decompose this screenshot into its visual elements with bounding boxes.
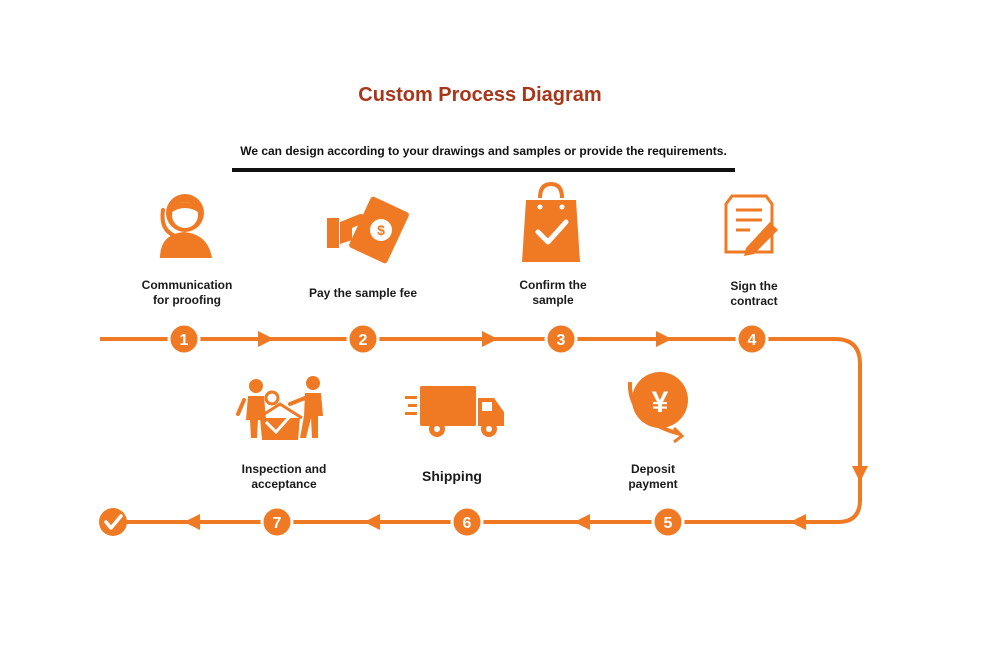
arrow-right (656, 331, 672, 347)
step-label-text: Communication for proofing (141, 278, 233, 307)
arrow-down (852, 466, 868, 482)
step-label-6: Shipping (377, 469, 527, 484)
arrow-left (574, 514, 590, 530)
delivery-truck-icon (405, 386, 504, 437)
step-number-7: 7 (260, 505, 294, 539)
step-label-4: Sign the contract (679, 279, 829, 309)
svg-text:$: $ (377, 222, 385, 238)
step-label-text: Shipping (422, 468, 482, 484)
step-number-1: 1 (167, 322, 201, 356)
step-label-5: Deposit payment (578, 462, 728, 492)
arrow-left (790, 514, 806, 530)
arrow-right (258, 331, 274, 347)
step-label-text: Pay the sample fee (308, 286, 418, 300)
arrow-left (364, 514, 380, 530)
step-label-1: Communication for proofing (112, 278, 262, 308)
inspection-people-icon (236, 376, 323, 440)
step-number-text: 5 (664, 515, 673, 532)
arrow-right (482, 331, 498, 347)
customer-service-icon (160, 194, 212, 258)
step-number-text: 7 (273, 515, 282, 532)
step-number-text: 4 (748, 332, 757, 349)
yen-deposit-icon: ¥ (627, 372, 688, 444)
step-number-text: 2 (359, 332, 368, 349)
step-number-2: 2 (346, 322, 380, 356)
pay-money-icon: $ (327, 196, 409, 264)
step-number-5: 5 (651, 505, 685, 539)
flow-line (100, 337, 862, 524)
step-number-text: 6 (463, 515, 472, 532)
step-label-text: Sign the contract (730, 279, 778, 308)
step-number-6: 6 (450, 505, 484, 539)
step-label-text: Deposit payment (628, 462, 678, 491)
step-number-text: 1 (180, 332, 189, 349)
flow-arrows (184, 331, 868, 530)
step-label-7: Inspection and acceptance (209, 462, 359, 492)
page-subtitle: We can design according to your drawings… (240, 144, 727, 158)
svg-text:¥: ¥ (652, 386, 669, 419)
contract-sign-icon (724, 194, 778, 256)
page-title: Custom Process Diagram (358, 84, 602, 106)
shopping-bag-check-icon (522, 181, 580, 262)
step-label-3: Confirm the sample (478, 278, 628, 308)
subtitle-divider (232, 168, 735, 172)
check-circle-icon (99, 508, 127, 536)
step-number-text: 3 (557, 332, 566, 349)
step-number-4: 4 (735, 322, 769, 356)
step-label-2: Pay the sample fee (288, 286, 438, 301)
step-label-text: Inspection and acceptance (241, 462, 327, 491)
arrow-left (184, 514, 200, 530)
step-number-3: 3 (544, 322, 578, 356)
step-label-text: Confirm the sample (519, 278, 587, 307)
